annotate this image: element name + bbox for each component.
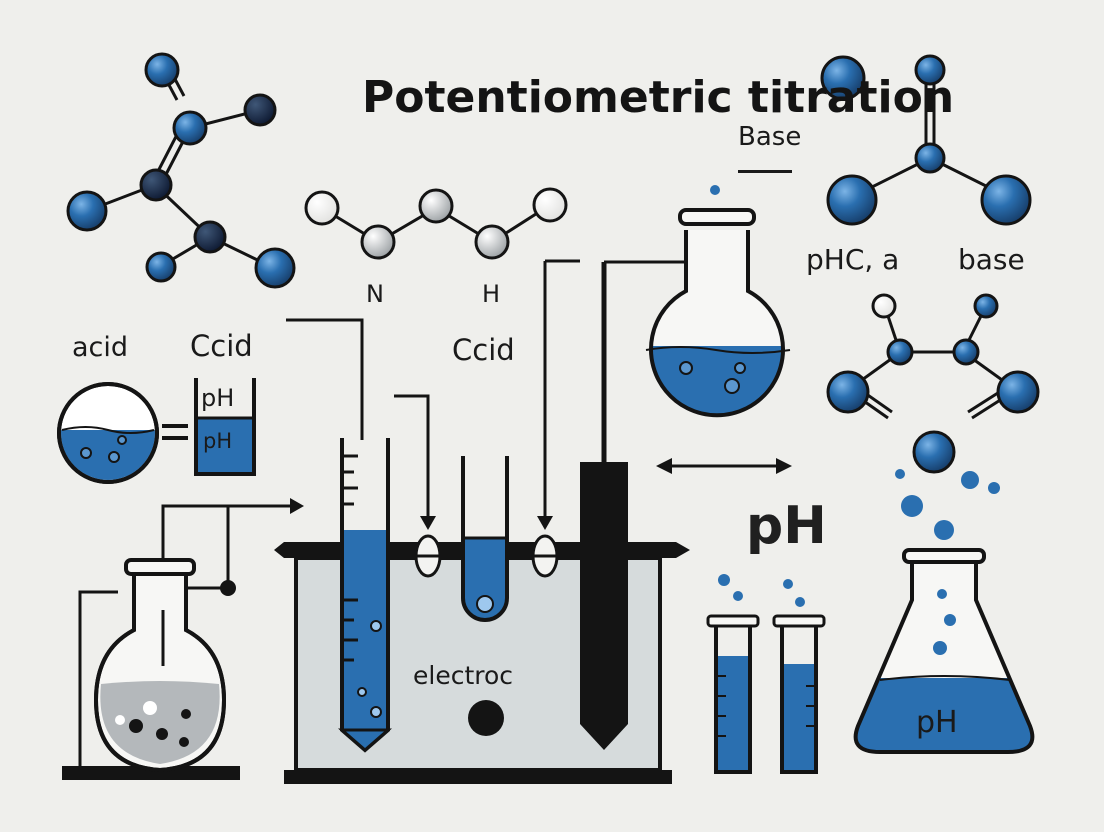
molecule-icon-chain <box>304 187 568 260</box>
ph-container-icon <box>194 378 256 476</box>
atom-group-top-left <box>66 52 296 289</box>
test-tube-icon-cell <box>461 456 509 622</box>
label-ph-small-top: pH <box>201 384 235 412</box>
round-flask-icon-left <box>93 558 227 773</box>
equals-sign <box>162 424 188 440</box>
label-ph-small-box: pH <box>203 429 233 453</box>
label-ccid-left: Ccid <box>190 329 253 363</box>
label-ccid-center: Ccid <box>452 333 515 367</box>
diagram-title: Potentiometric titration <box>362 72 955 123</box>
molecule-icon-top-left <box>86 65 275 270</box>
label-phc-a: pHC, a <box>806 243 900 276</box>
stand-and-tubing <box>62 504 296 780</box>
electrode-icon <box>580 260 716 750</box>
bubbles-above-flask <box>895 430 1000 540</box>
delivery-tubes <box>286 259 580 526</box>
stir-bar <box>468 700 504 736</box>
label-h: H <box>482 280 501 308</box>
label-base-right: base <box>958 243 1025 276</box>
label-acid: acid <box>72 332 129 363</box>
round-flask-icon <box>645 185 791 418</box>
label-n: N <box>366 280 384 308</box>
label-base-top: Base <box>738 122 802 152</box>
label-ph-flask: pH <box>916 705 958 740</box>
molecule-icon-mid-right <box>847 307 1017 420</box>
valve-bulbs <box>414 534 559 578</box>
test-tube-icon-right-a <box>706 574 760 774</box>
label-electrode: electroc <box>413 661 514 690</box>
base-underline <box>738 170 792 173</box>
burette-icon <box>337 438 393 753</box>
label-ph-big: pH <box>746 496 827 556</box>
molecule-icon-top-right <box>820 54 1032 226</box>
erlenmeyer-flask-icon <box>853 548 1035 754</box>
circular-beaker-icon <box>57 382 159 484</box>
double-arrow-icon <box>656 458 792 474</box>
test-tube-icon-right-b <box>772 579 826 774</box>
atom-group-mid-right <box>826 293 1040 414</box>
